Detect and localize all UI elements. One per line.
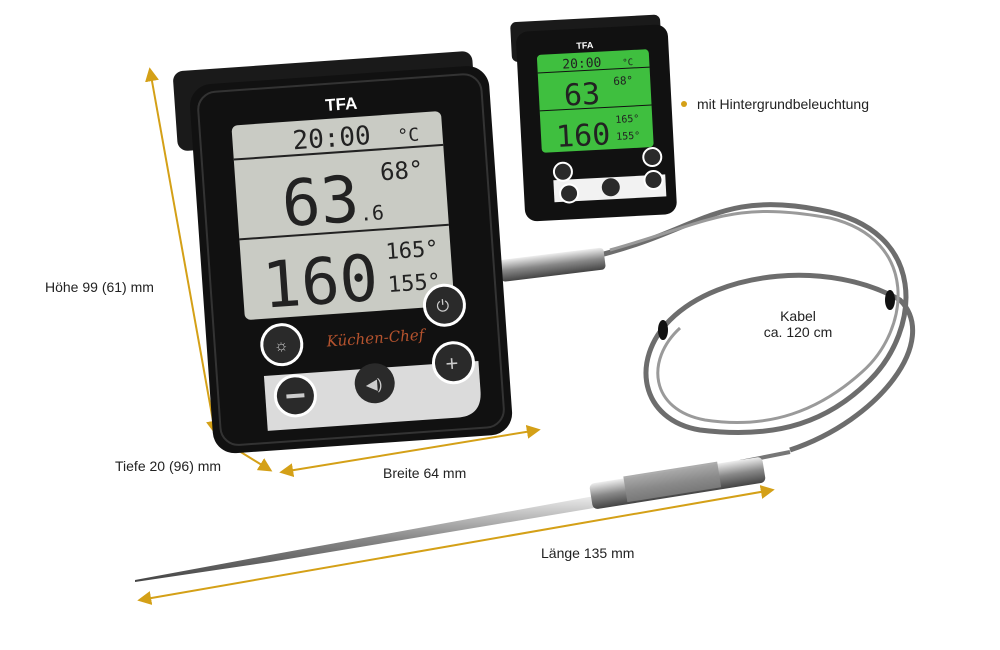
brand-logo: TFA xyxy=(325,94,358,115)
lcd-unit: °C xyxy=(397,125,420,147)
lcd-probe-alarm: 68° xyxy=(379,155,424,186)
small-lcd-oven-high: 165° xyxy=(615,114,640,126)
cable-label: Kabel ca. 120 cm xyxy=(748,308,848,340)
lcd-display xyxy=(231,111,455,320)
lcd-oven-temp: 160 xyxy=(260,242,380,324)
small-brand-logo: TFA xyxy=(576,40,594,51)
speaker-icon: ◀) xyxy=(365,376,383,394)
power-button[interactable]: ⏻ xyxy=(422,283,466,327)
lcd-probe-decimal: .6 xyxy=(359,200,385,226)
height-arrow xyxy=(145,67,220,435)
backlit-lcd xyxy=(536,49,654,153)
small-lcd-oven-low: 155° xyxy=(616,131,641,143)
lcd-time: 20:00 xyxy=(292,121,372,156)
plus-icon: + xyxy=(445,350,460,376)
plus-button[interactable]: + xyxy=(431,341,475,385)
bullet-icon xyxy=(681,101,687,107)
small-minus-button[interactable] xyxy=(559,183,580,204)
cable-label-line2: ca. 120 cm xyxy=(763,324,833,340)
small-lcd-time: 20:00 xyxy=(562,56,602,73)
lcd-oven-high: 165° xyxy=(385,237,440,266)
height-label: Höhe 99 (61) mm xyxy=(45,279,154,295)
small-power-button[interactable] xyxy=(642,147,663,168)
main-thermometer: TFA 20:00 °C 63 .6 68° 160 165° 155° Küc… xyxy=(173,51,513,454)
small-plus-button[interactable] xyxy=(643,170,664,191)
small-sound-button[interactable] xyxy=(601,178,620,197)
cable-label-line1: Kabel xyxy=(780,308,816,324)
small-light-button[interactable] xyxy=(552,161,573,182)
width-arrow xyxy=(279,424,541,478)
minus-button[interactable] xyxy=(273,374,317,418)
cable-connector xyxy=(499,247,606,282)
depth-label: Tiefe 20 (96) mm xyxy=(115,458,222,474)
small-lcd-probe-temp: 63 xyxy=(563,77,601,114)
light-icon: ☼ xyxy=(273,337,289,355)
length-label: Länge 135 mm xyxy=(541,545,635,561)
minus-icon xyxy=(286,393,305,399)
small-lcd-oven-temp: 160 xyxy=(555,117,611,155)
light-button[interactable]: ☼ xyxy=(260,323,304,367)
power-icon: ⏻ xyxy=(436,298,450,316)
length-arrow xyxy=(137,485,775,605)
cable-clips xyxy=(658,290,895,340)
small-lcd-probe-alarm: 68° xyxy=(613,74,634,88)
temperature-probe xyxy=(135,457,766,582)
sound-button[interactable]: ◀) xyxy=(353,362,396,405)
width-label: Breite 64 mm xyxy=(383,465,467,481)
small-lcd-unit: °C xyxy=(622,58,633,69)
backlit-thermometer: TFA 20:00 °C 63 68° 160 165° 155° xyxy=(510,14,677,222)
lcd-probe-temp: 63 xyxy=(279,163,361,242)
backlight-feature-label: mit Hintergrundbeleuchtung xyxy=(697,96,869,112)
